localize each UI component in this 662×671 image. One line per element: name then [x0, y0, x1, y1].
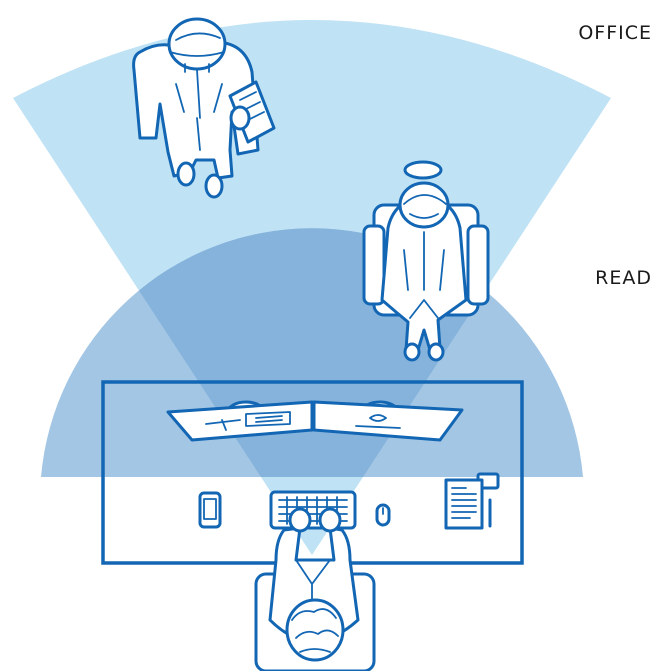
office-zone-label: OFFICE — [578, 22, 652, 44]
read-zone-label: READ — [595, 267, 652, 289]
documents-icon — [446, 474, 498, 528]
smartphone-icon — [200, 493, 220, 527]
mouse-icon — [377, 505, 389, 525]
keyboard-icon — [271, 492, 355, 528]
